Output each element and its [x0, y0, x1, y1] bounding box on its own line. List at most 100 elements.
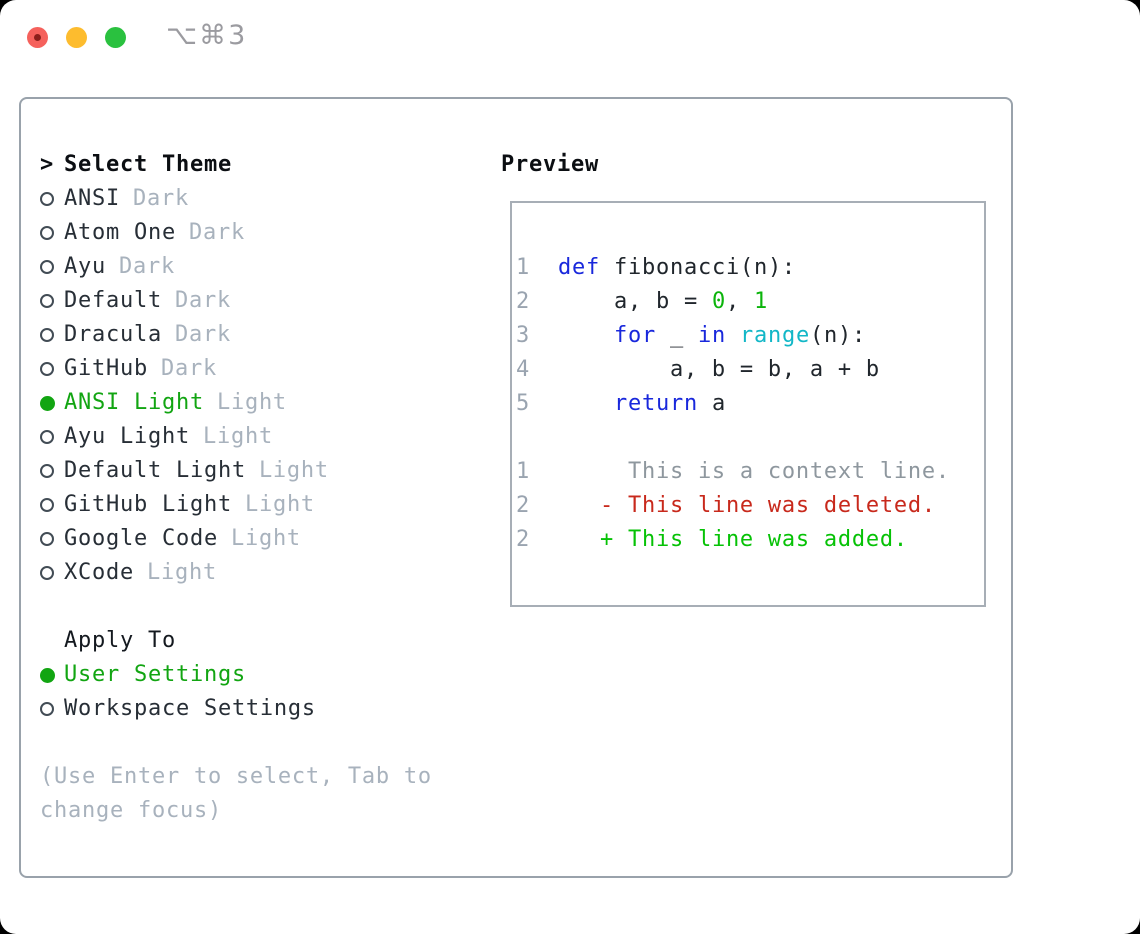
code-text: (n): [809, 323, 866, 348]
radio-icon [40, 532, 64, 546]
code-line [516, 217, 984, 251]
apply-to-title: Apply To [64, 628, 176, 653]
radio-icon [40, 226, 64, 240]
code-line: 1 def fibonacci(n): [516, 251, 984, 285]
theme-variant-tag: Light [244, 492, 315, 517]
code-line: 1 This is a context line. [516, 455, 984, 489]
line-number: 2 [516, 493, 530, 518]
theme-option-ansi-light[interactable]: ANSI Light Light [40, 386, 432, 420]
theme-name: Dracula [64, 322, 162, 347]
apply-option-name: User Settings [64, 662, 246, 687]
radio-icon [40, 702, 64, 716]
keyword-token: return [613, 391, 698, 416]
theme-variant-tag: Light [258, 458, 329, 483]
line-number: 2 [516, 527, 530, 552]
theme-variant-tag: Dark [174, 322, 231, 347]
theme-list-title: Select Theme [64, 152, 232, 177]
builtin-token: range [739, 323, 810, 348]
code-text: a [697, 391, 726, 416]
theme-name: ANSI [64, 186, 120, 211]
radio-selected-icon [40, 667, 64, 683]
line-number: 1 [516, 255, 530, 280]
apply-to-header: Apply To [40, 624, 432, 658]
code-text [530, 323, 614, 348]
theme-name: Default [64, 288, 162, 313]
code-line: 2 + This line was added. [516, 523, 984, 557]
line-number: 3 [516, 323, 530, 348]
code-text: a, b = b, a + b [530, 357, 880, 382]
theme-name: GitHub [64, 356, 148, 381]
theme-name: Ayu Light [64, 424, 190, 449]
code-text: , [725, 289, 754, 314]
spacer-row [40, 726, 432, 760]
maximize-button[interactable] [105, 27, 126, 48]
theme-name: Atom One [64, 220, 176, 245]
theme-option-ayu-light[interactable]: Ayu Light Light [40, 420, 432, 454]
deleted-line-text: - This line was deleted. [599, 493, 936, 518]
code-line [516, 421, 984, 455]
line-number: 1 [516, 459, 530, 484]
unsaved-changes-dot [34, 34, 41, 41]
theme-variant-tag: Dark [160, 356, 217, 381]
theme-variant-tag: Light [202, 424, 273, 449]
radio-icon [40, 430, 64, 444]
radio-icon [40, 260, 64, 274]
theme-option-dracula[interactable]: Dracula Dark [40, 318, 432, 352]
code-text: fibonacci(n): [600, 255, 796, 280]
radio-icon [40, 566, 64, 580]
code-text: _ [655, 323, 698, 348]
code-line: 2 a, b = 0, 1 [516, 285, 984, 319]
focus-cursor-icon: > [40, 152, 54, 177]
code-text [530, 493, 600, 518]
code-line: 2 - This line was deleted. [516, 489, 984, 523]
apply-option-user-settings[interactable]: User Settings [40, 658, 432, 692]
theme-name: GitHub Light [64, 492, 232, 517]
theme-variant-tag: Dark [174, 288, 231, 313]
minimize-button[interactable] [66, 27, 87, 48]
apply-option-workspace-settings[interactable]: Workspace Settings [40, 692, 432, 726]
theme-option-github-light[interactable]: GitHub Light Light [40, 488, 432, 522]
preview-heading: Preview [501, 152, 599, 177]
code-text [530, 527, 600, 552]
context-line-text: This is a context line. [530, 459, 950, 484]
radio-icon [40, 464, 64, 478]
radio-icon [40, 192, 64, 206]
code-line: 4 a, b = b, a + b [516, 353, 984, 387]
close-button[interactable] [27, 27, 48, 48]
theme-option-atom-one[interactable]: Atom One Dark [40, 216, 432, 250]
theme-variant-tag: Light [216, 390, 287, 415]
theme-option-ansi[interactable]: ANSI Dark [40, 182, 432, 216]
code-line: 5 return a [516, 387, 984, 421]
number-literal: 0 [711, 289, 726, 314]
radio-selected-icon [40, 395, 64, 411]
theme-variant-tag: Dark [119, 254, 175, 279]
theme-name: XCode [64, 560, 134, 585]
theme-dialog-frame [19, 97, 1013, 878]
code-line: 3 for _ in range(n): [516, 319, 984, 353]
theme-variant-tag: Dark [132, 186, 189, 211]
code-text: a, b = [530, 289, 712, 314]
theme-option-github[interactable]: GitHub Dark [40, 352, 432, 386]
theme-name: ANSI Light [64, 390, 204, 415]
code-text [530, 255, 558, 280]
line-number: 4 [516, 357, 530, 382]
radio-icon [40, 498, 64, 512]
theme-option-default[interactable]: Default Dark [40, 284, 432, 318]
keyword-token: in [697, 323, 726, 348]
focus-cursor-icon: > [40, 148, 64, 182]
hint-line-1: (Use Enter to select, Tab to [40, 764, 432, 789]
radio-icon [40, 328, 64, 342]
spacer-row [40, 590, 432, 624]
theme-name: Google Code [64, 526, 218, 551]
window-title-shortcut: ⌥⌘3 [166, 20, 248, 51]
theme-variant-tag: Dark [188, 220, 245, 245]
added-line-text: + This line was added. [599, 527, 908, 552]
hint-line-2: change focus) [40, 798, 222, 823]
